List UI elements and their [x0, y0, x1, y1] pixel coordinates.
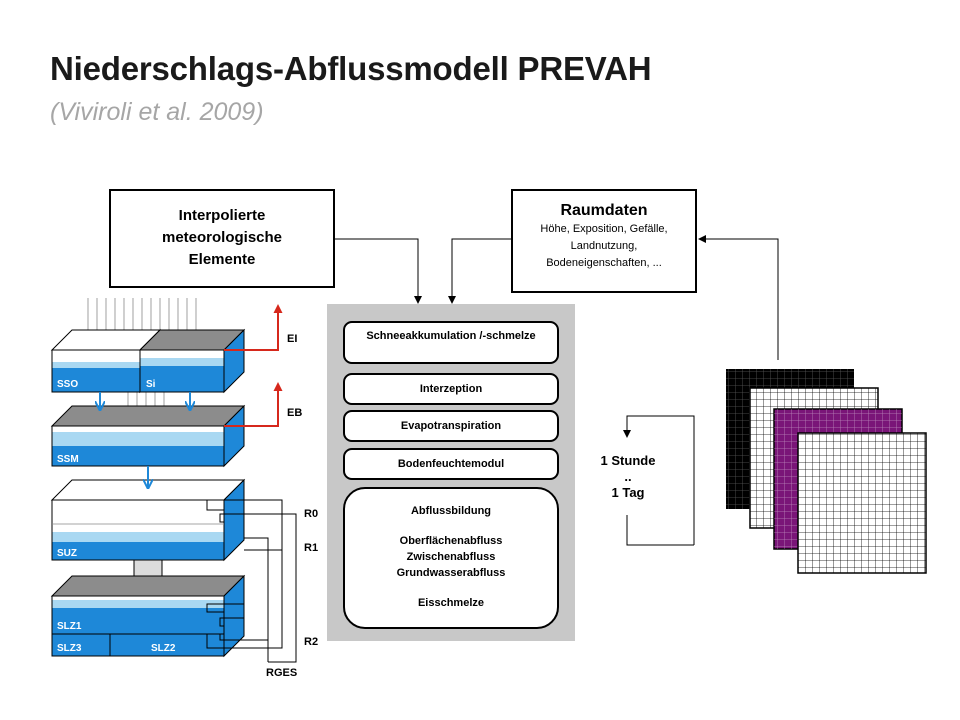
citation: (Viviroli et al. 2009): [50, 98, 264, 126]
r0-label: R0: [304, 508, 319, 520]
soil-moisture-module: Bodenfeuchtemodul: [343, 448, 559, 480]
raumdaten-title: Raumdaten: [560, 202, 648, 219]
runoff-item-groundwater: Grundwasserabfluss: [396, 567, 506, 579]
runoff-item-interflow: Zwischenabfluss: [406, 551, 496, 563]
slz1-label: SLZ1: [57, 621, 82, 632]
interpolated-line-2: meteorologische: [161, 229, 283, 246]
timestep-label: 1 Stunde .. 1 Tag: [588, 453, 668, 501]
raum-input-arrow: [448, 238, 511, 304]
slz3-label: SLZ3: [57, 643, 82, 654]
raumdaten-line-1: Höhe, Exposition, Gefälle,: [540, 223, 668, 235]
sso-reservoir: [50, 328, 162, 394]
page-title: Niederschlags-Abflussmodell PREVAH: [50, 50, 652, 87]
runoff-item-surface: Oberflächenabfluss: [399, 535, 503, 547]
slz-reservoir: [50, 574, 246, 658]
runoff-module: Abflussbildung Oberflächenabfluss Zwisch…: [343, 487, 559, 629]
sso-label: SSO: [57, 379, 79, 390]
r1-label: R1: [304, 542, 319, 554]
interception-module: Interzeption: [343, 373, 559, 405]
interpolated-elements-box: Interpolierte meteorologische Elemente: [109, 189, 335, 288]
raumdaten-line-3: Bodeneigenschaften, ...: [546, 257, 662, 269]
timestep-hour: 1 Stunde: [600, 453, 656, 468]
interpolated-line-1: Interpolierte: [178, 207, 266, 224]
raumdaten-line-2: Landnutzung,: [570, 240, 638, 252]
eb-label: EB: [287, 407, 303, 419]
timestep-dots: ..: [624, 469, 632, 484]
rges-label: RGES: [266, 667, 298, 679]
met-input-arrow: [335, 238, 422, 304]
si-label: Si: [146, 379, 156, 390]
raumdaten-box: Raumdaten Höhe, Exposition, Gefälle, Lan…: [511, 189, 697, 293]
evapotranspiration-module: Evapotranspiration: [343, 410, 559, 442]
grid-feedback-arrow: [698, 235, 779, 360]
precipitation-lines: [87, 298, 197, 416]
ei-label: EI: [287, 333, 298, 345]
timestep-loop: [626, 515, 694, 546]
runoff-item-icemelt: Eisschmelze: [417, 597, 485, 609]
slz2-label: SLZ2: [151, 643, 176, 654]
ssm-reservoir: [50, 404, 246, 468]
si-reservoir: [138, 328, 246, 394]
snow-module: Schneeakkumulation /-schmelze: [343, 321, 559, 364]
outflow-pipes: [206, 499, 297, 663]
timestep-day: 1 Tag: [611, 485, 645, 500]
runoff-title: Abflussbildung: [410, 505, 492, 517]
ssm-label: SSM: [57, 454, 79, 465]
suz-label: SUZ: [57, 548, 77, 559]
interpolated-line-3: Elemente: [188, 251, 256, 268]
timestep-loop-arrow: [623, 415, 695, 545]
r2-label: R2: [304, 636, 319, 648]
ei-arrow: [224, 304, 283, 351]
eb-arrow: [224, 382, 283, 427]
spatial-grid-stack: [726, 369, 927, 574]
suz-reservoir: [50, 478, 246, 562]
